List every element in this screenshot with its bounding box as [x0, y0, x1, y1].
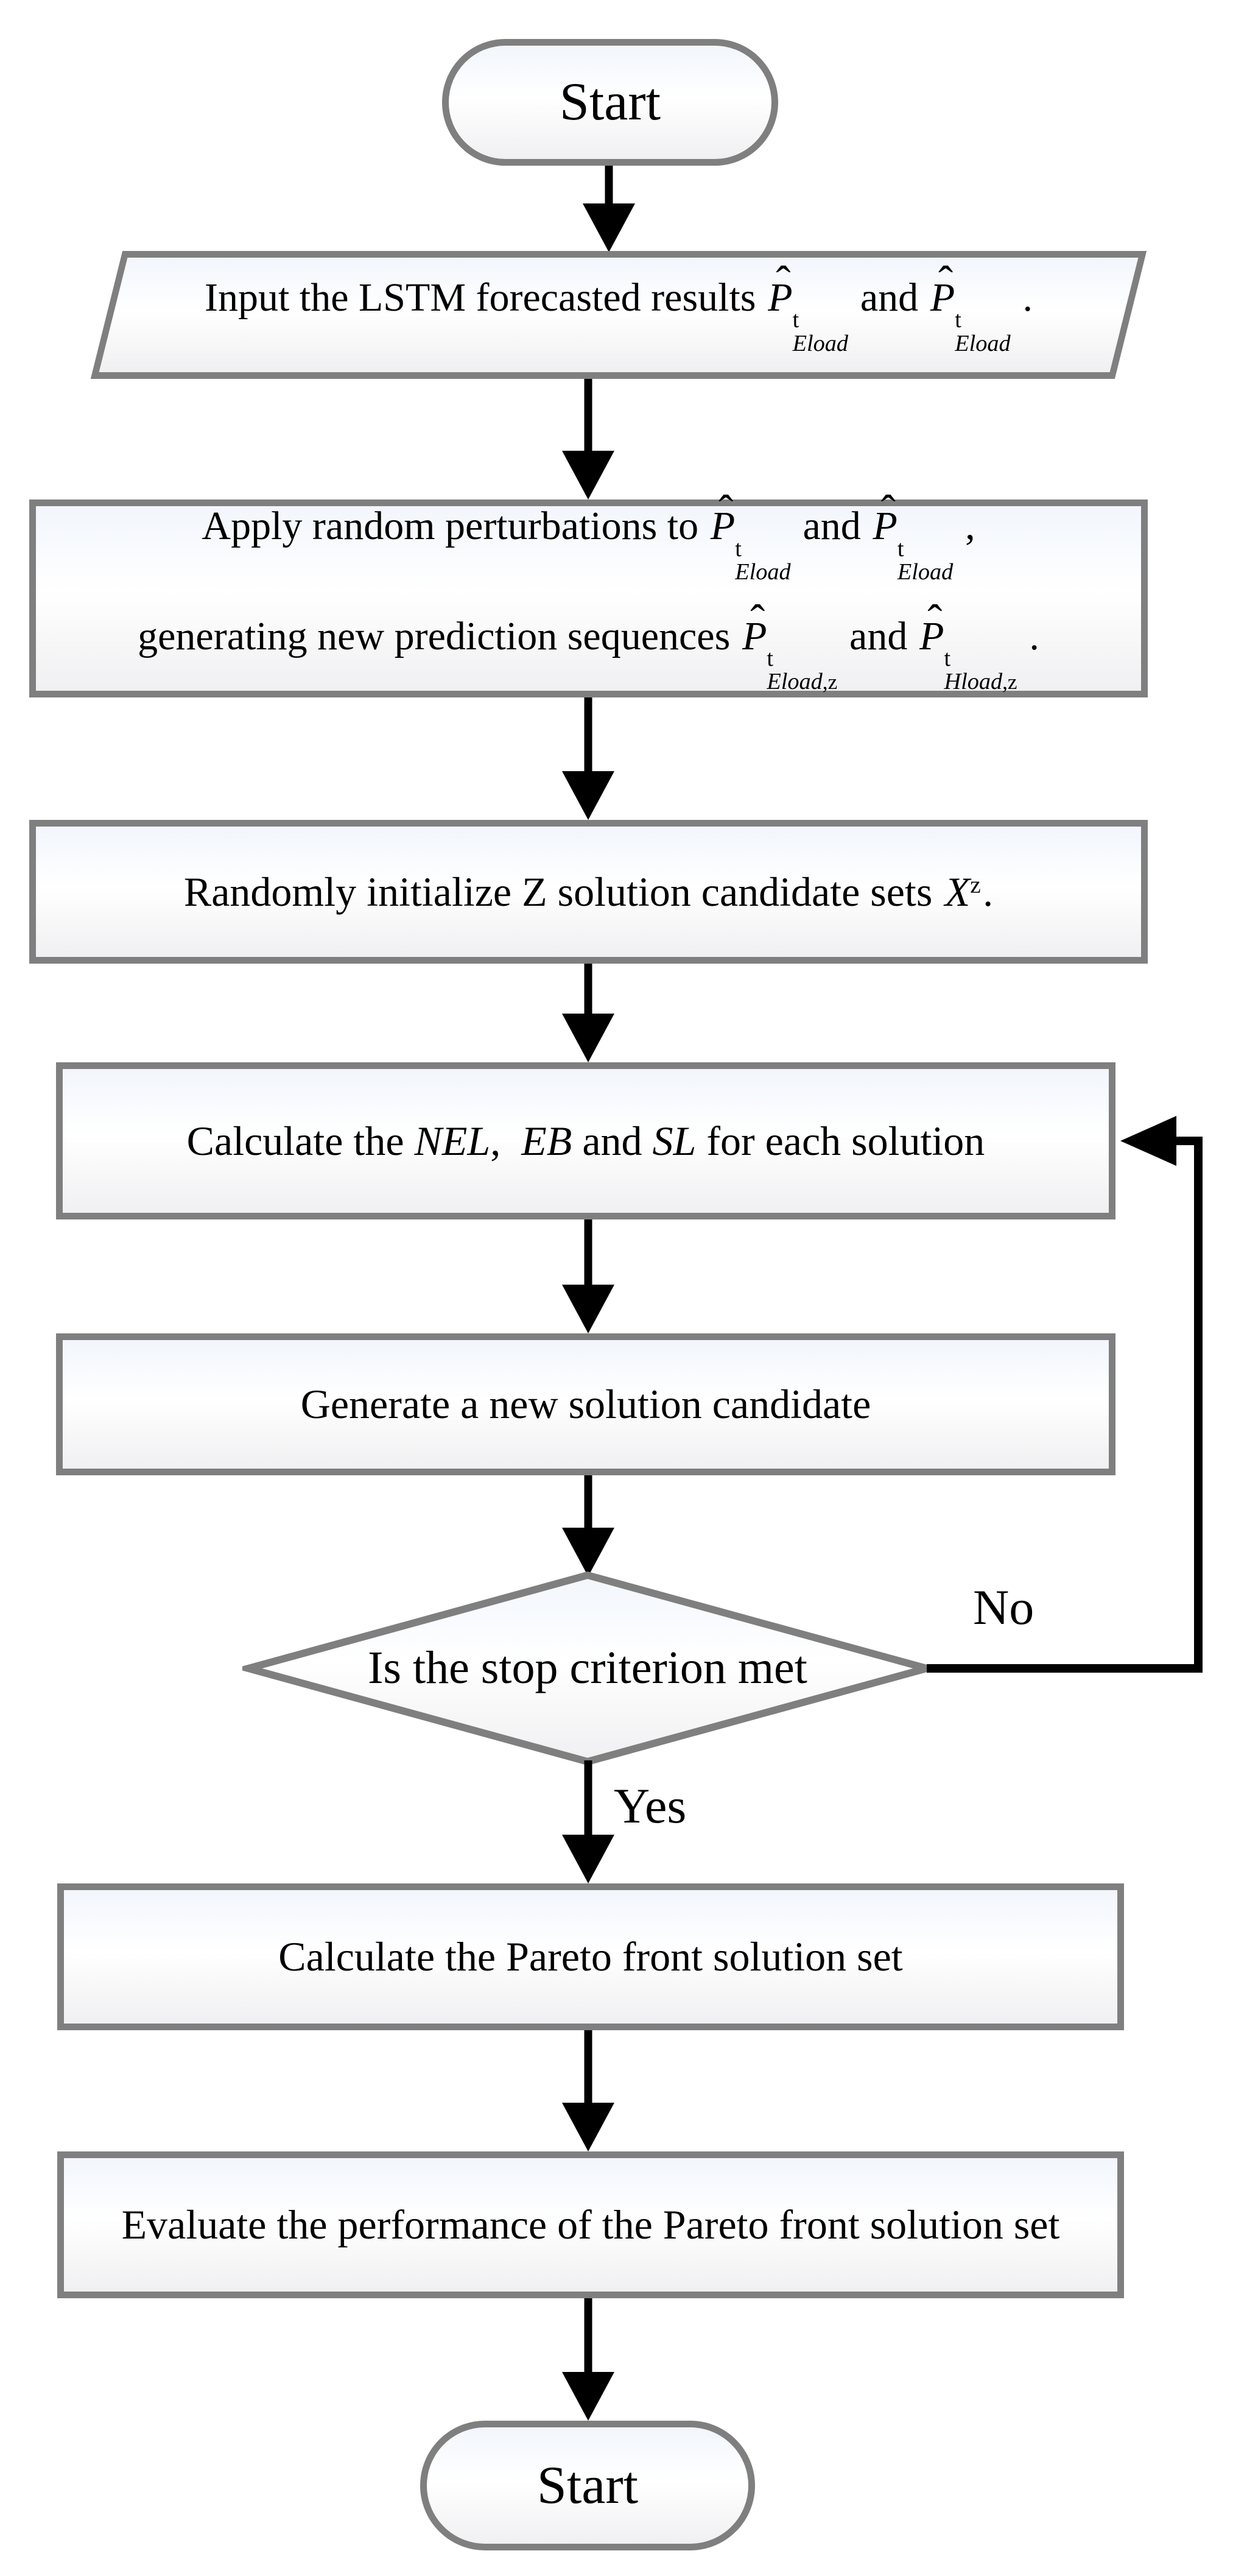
arrow-shaft	[584, 697, 592, 777]
node-calc-label: Calculate the NEL, EB and SL for each so…	[186, 1117, 985, 1164]
arrow-init-to-calc	[562, 964, 614, 1062]
node-evaluate-pareto-front: Evaluate the performance of the Pareto f…	[57, 2151, 1124, 2298]
node-decision-label: Is the stop criterion met	[368, 1642, 807, 1694]
node-start-top-label: Start	[559, 72, 661, 132]
arrow-head-icon	[562, 451, 614, 499]
node-generate-label: Generate a new solution candidate	[300, 1381, 871, 1428]
arrow-head-icon	[562, 771, 614, 820]
arrow-shaft	[584, 964, 592, 1020]
node-calculate-objectives: Calculate the NEL, EB and SL for each so…	[56, 1062, 1115, 1219]
node-init-label: Randomly initialize Z solution candidate…	[183, 868, 994, 915]
arrow-head-icon	[562, 1285, 614, 1333]
arrow-evaluate-to-end	[562, 2298, 614, 2421]
arrow-generate-to-decision	[562, 1475, 614, 1576]
arrow-shaft	[584, 2030, 592, 2109]
node-start-bottom: Start	[420, 2421, 755, 2550]
node-calculate-pareto-front: Calculate the Pareto front solution set	[57, 1883, 1124, 2030]
arrow-shaft	[584, 1760, 592, 1841]
arrow-decision-to-pareto	[562, 1760, 614, 1883]
loop-segment-horizontal-bottom	[927, 1664, 1203, 1673]
arrow-start-to-input	[583, 166, 635, 252]
loop-arrowhead-icon	[1120, 1116, 1176, 1166]
node-stop-criterion-decision: Is the stop criterion met	[242, 1569, 933, 1768]
arrow-head-icon	[562, 2103, 614, 2151]
node-start-top: Start	[442, 39, 778, 166]
node-evaluate-label: Evaluate the performance of the Pareto f…	[121, 2201, 1060, 2248]
arrow-pareto-to-evaluate	[562, 2030, 614, 2151]
node-start-bottom-label: Start	[536, 2455, 639, 2515]
arrow-head-icon	[562, 2372, 614, 2421]
arrow-head-icon	[562, 1528, 614, 1576]
arrow-shaft	[584, 1219, 592, 1291]
node-pareto-label: Calculate the Pareto front solution set	[278, 1933, 903, 1980]
arrow-calc-to-generate	[562, 1219, 614, 1333]
node-generate-candidate: Generate a new solution candidate	[56, 1333, 1115, 1475]
loop-segment-vertical	[1194, 1138, 1203, 1673]
arrow-shaft	[584, 379, 592, 457]
arrow-head-icon	[562, 1835, 614, 1883]
edge-label-yes: Yes	[614, 1778, 687, 1833]
arrow-head-icon	[562, 1014, 614, 1062]
arrow-perturb-to-init	[562, 697, 614, 820]
node-random-initialize: Randomly initialize Z solution candidate…	[29, 820, 1148, 964]
loop-segment-horizontal-top	[1173, 1137, 1203, 1145]
arrow-shaft	[584, 2298, 592, 2378]
arrow-head-icon	[583, 203, 635, 252]
arrow-shaft	[584, 1475, 592, 1534]
arrow-shaft	[605, 166, 613, 210]
arrow-input-to-perturb	[562, 379, 614, 499]
edge-label-no: No	[973, 1579, 1035, 1635]
